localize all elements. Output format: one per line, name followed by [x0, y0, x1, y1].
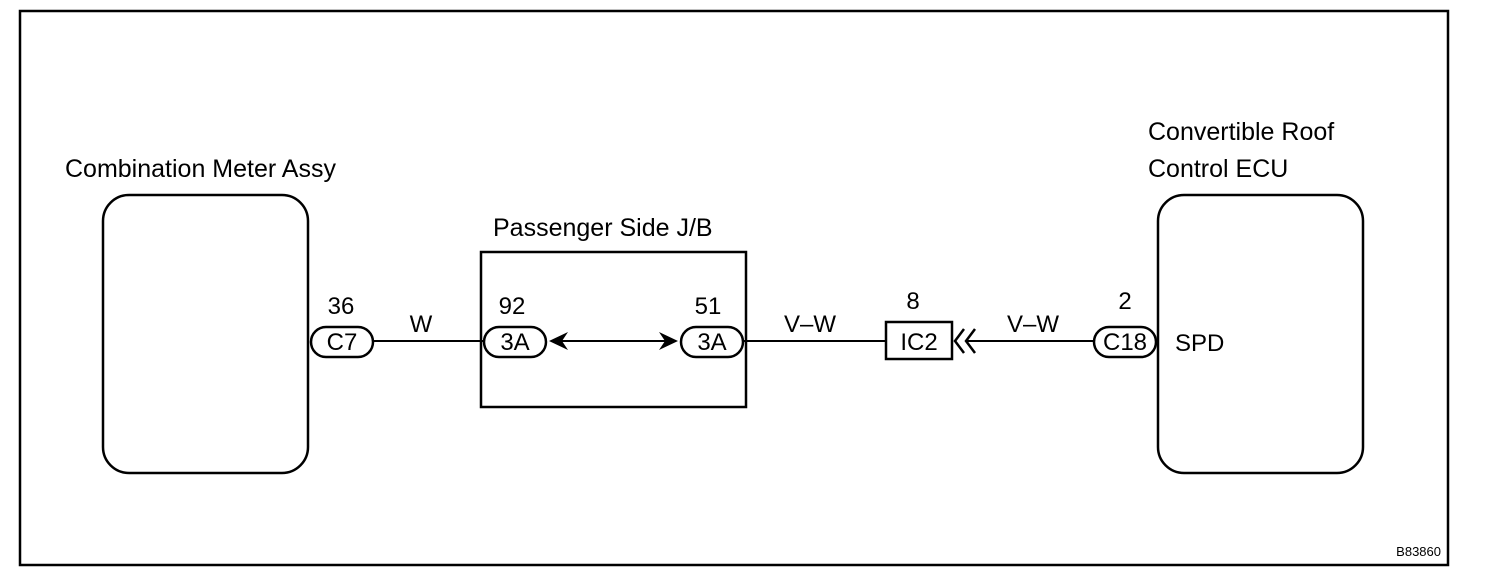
- wire-w-color: W: [410, 311, 433, 338]
- ic2-connector: [884, 320, 954, 361]
- jb-right-pin-number: 51: [695, 293, 722, 320]
- jb-right-connector-id: 3A: [697, 329, 726, 356]
- wire-v-w-2-color: V–W: [1007, 311, 1059, 338]
- jb-left-connector: [482, 325, 548, 359]
- junction-block-box: [479, 250, 748, 409]
- left-arrow-tip-icon: [549, 332, 568, 350]
- roof-ecu-box: [1156, 193, 1365, 475]
- roof-ecu-label-line1: Convertible Roof: [1148, 118, 1334, 146]
- c18-connector: [1092, 325, 1158, 359]
- combination-meter-label: Combination Meter Assy: [65, 155, 336, 183]
- c18-pin-number: 2: [1118, 288, 1131, 315]
- c18-connector-id: C18: [1103, 329, 1147, 356]
- c7-pin-number: 36: [328, 293, 355, 320]
- ic2-connector-id: IC2: [900, 329, 937, 356]
- jb-left-connector-id: 3A: [500, 329, 529, 356]
- roof-ecu-label-line2: Control ECU: [1148, 155, 1288, 183]
- wire-v-w-1-color: V–W: [784, 311, 836, 338]
- jb-left-pin-number: 92: [499, 293, 526, 320]
- diagram-frame: [18, 9, 1450, 567]
- chevron-left-icon: [953, 328, 965, 354]
- figure-id: B83860: [1396, 544, 1441, 559]
- ic2-pin-number: 8: [906, 288, 919, 315]
- roof-ecu-terminal: SPD: [1175, 330, 1224, 357]
- right-arrow-tip-icon: [659, 332, 678, 350]
- combination-meter-box: [101, 193, 310, 475]
- c7-connector-id: C7: [327, 329, 358, 356]
- junction-block-label: Passenger Side J/B: [493, 214, 713, 242]
